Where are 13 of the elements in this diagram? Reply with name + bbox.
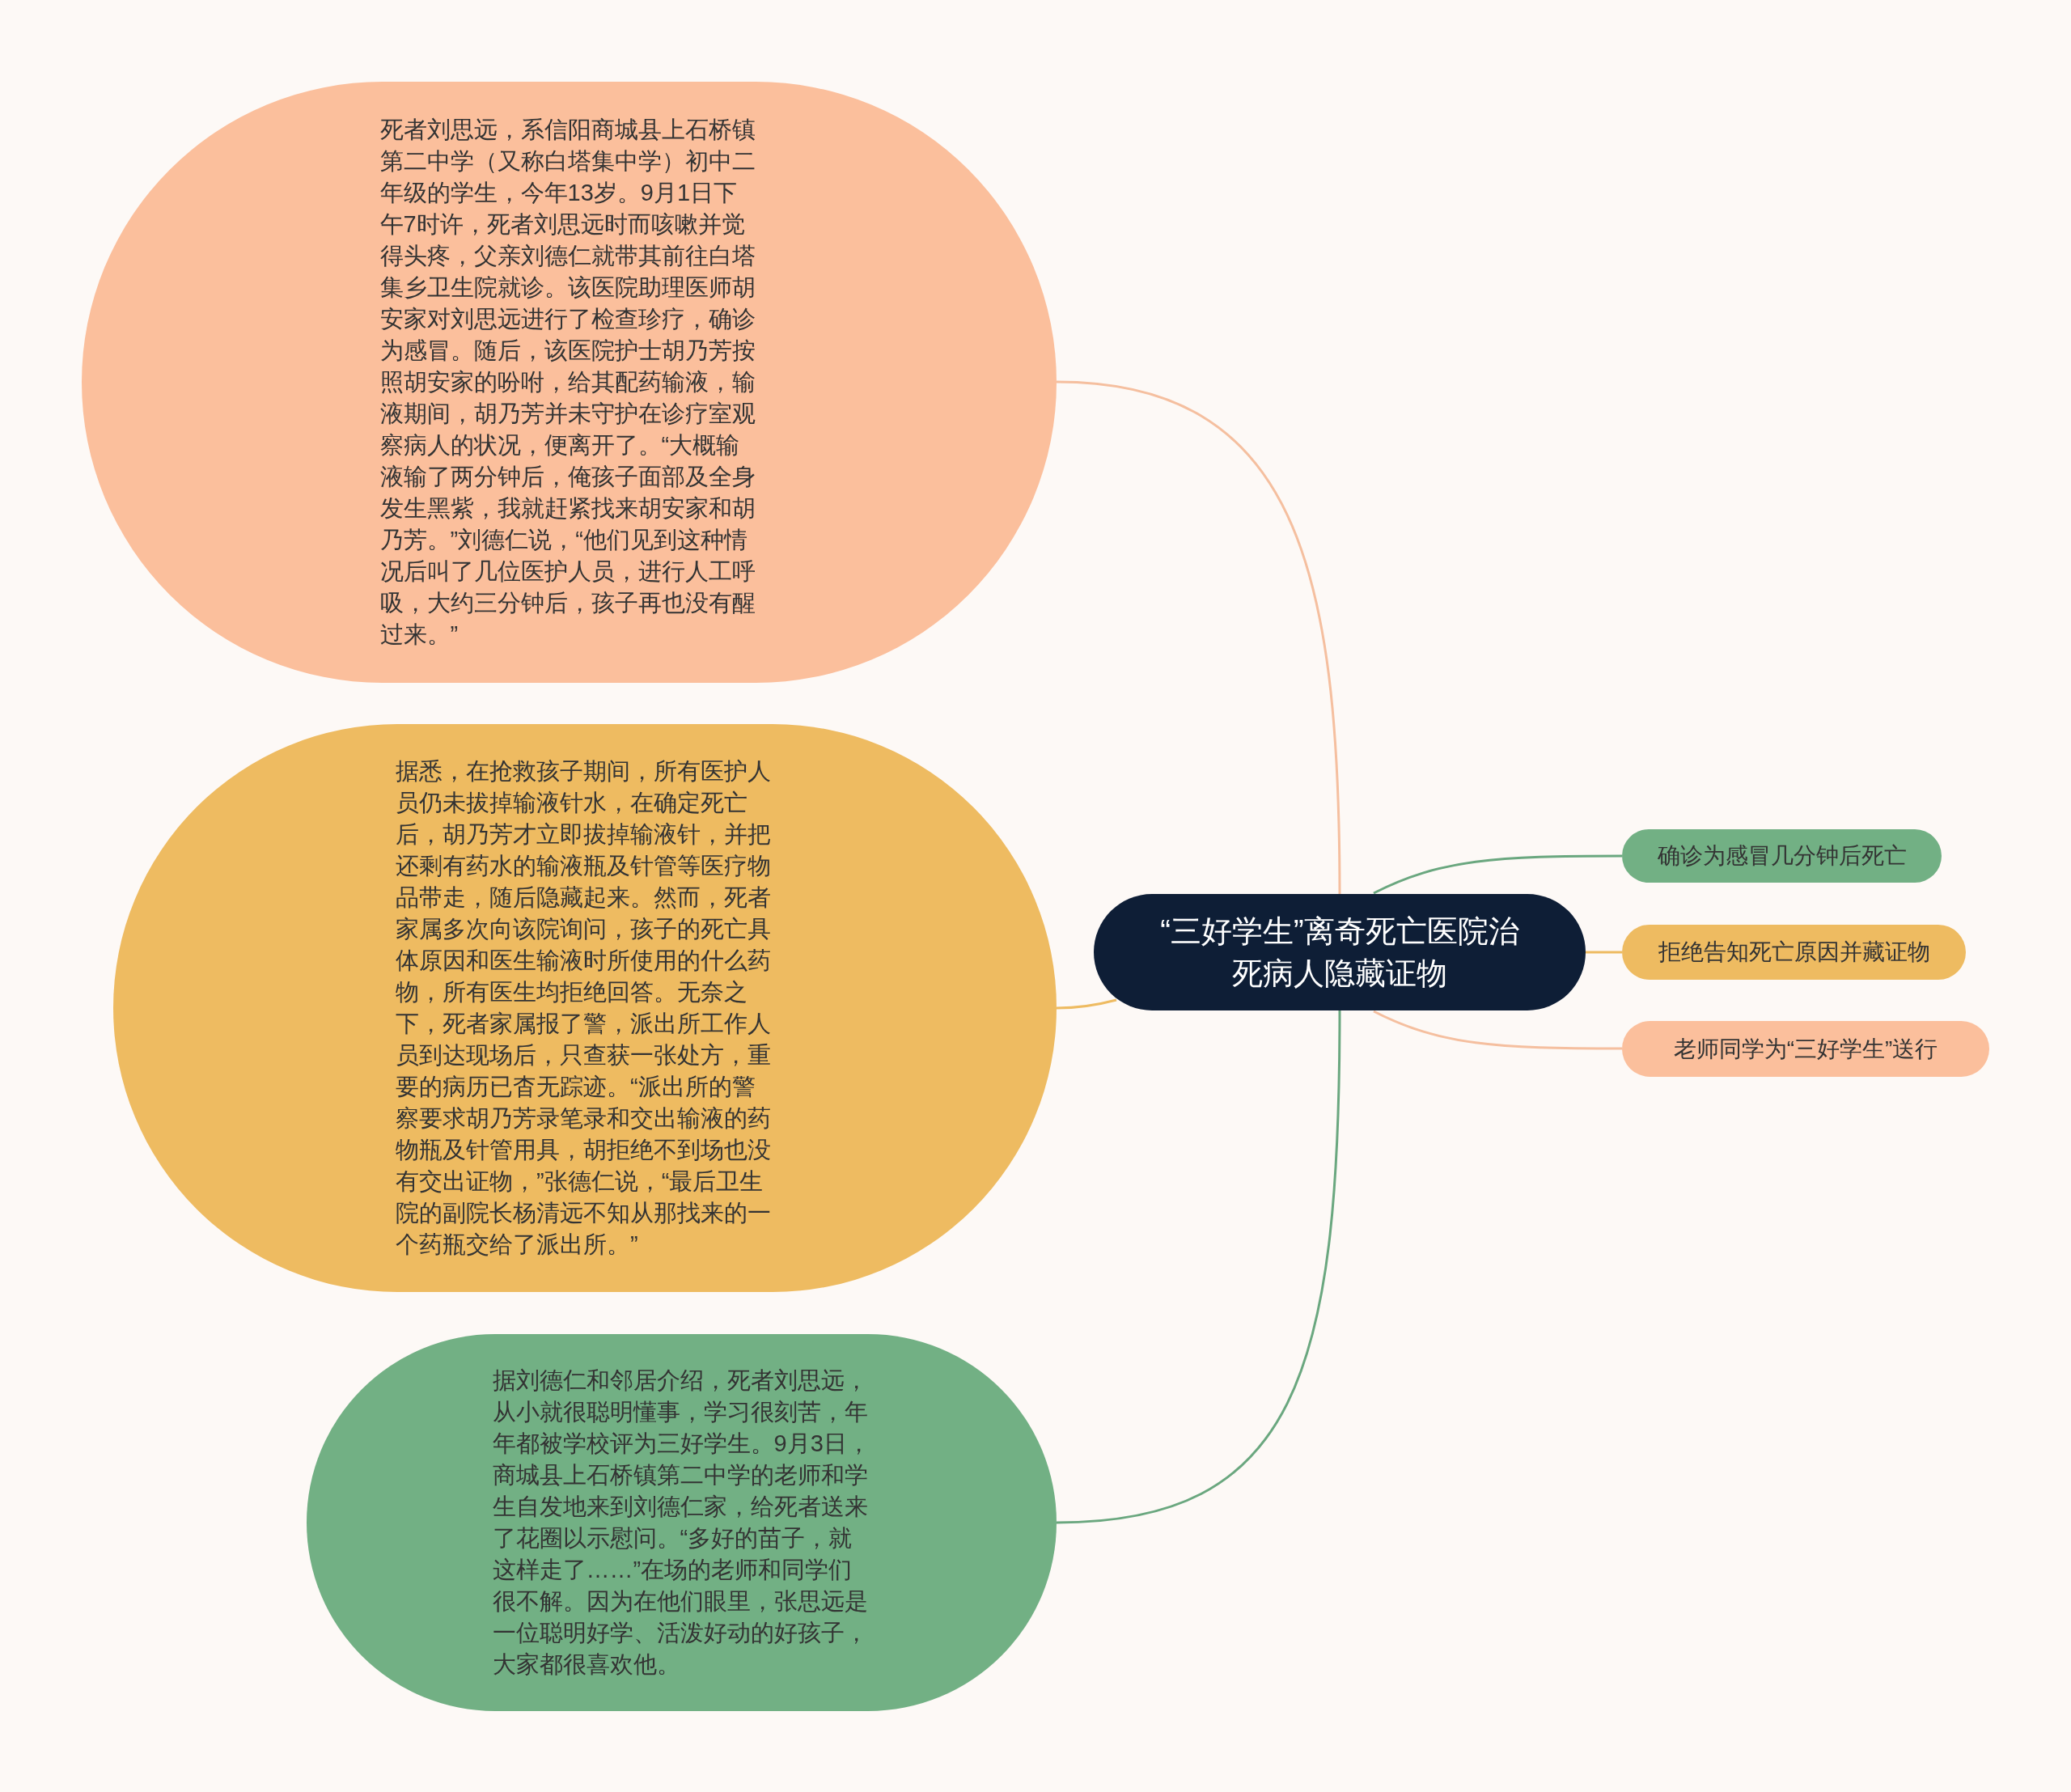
- paragraph-text: 据刘德仁和邻居介绍，死者刘思远，从小就很聪明懂事，学习很刻苦，年年都被学校评为三好学生。9月3日，商城县上石桥镇第二中学的老师和学生自发地来到刘德仁家，给死者送来了花圈以示慰问。“多好的苗子，就这样走了……”在场的老师和同学们很不解。因为在他们眼里，张思远是一位聪明好学、活泼好动的好孩子，大家都很喜欢他。: [492, 1366, 871, 1679]
- connector-line: [1586, 951, 1622, 954]
- paragraph-text: 据悉，在抢救孩子期间，所有医护人员仍未拔掉输液针水，在确定死亡后，胡乃芳才立即拔掉输液针，并把还剩有药水的输液瓶及针管等医疗物品带走，随后隐藏起来。然而，死者家属多次向该院询问，孩子的死亡具体原因和医生输液时所使用的什么药物，所有医生均拒绝回答。无奈之下，死者家属报了警，派出所工作人员到达现场后，只查获一张处方，重要的病历已杳无踪迹。“派出所的警察要求胡乃芳录笔录和交出输液的药物瓶及针管用具，胡拒绝不到场也没有交出证物，”张德仁说，“最后卫生院的副院长杨清远不知从那找来的一个药瓶交给了派出所。”: [396, 757, 772, 1259]
- subtopic-label: 拒绝告知死亡原因并藏证物: [1657, 938, 1931, 966]
- paragraph-text: 死者刘思远，系信阳商城县上石桥镇第二中学（又称白塔集中学）初中二年级的学生，今年13岁。9月1日下午7时许，死者刘思远时而咳嗽并觉得头疼，父亲刘德仁就带其前往白塔集乡卫生院就诊。该医院助理医师胡安家对刘思远进行了检查珍疗，确诊为感冒。随后，该医院护士胡乃芳按照胡安家的吩咐，给其配药输液，输液期间，胡乃芳并未守护在诊疗室观察病人的状况，便离开了。“大概输液输了两分钟后，俺孩子面部及全身发生黑紫，我就赶紧找来胡安家和胡乃芳。”刘德仁说，“他们见到这种情况后叫了几位医护人员，进行人工呼吸，大约三分钟后，孩子再也没有醒过来。”: [379, 116, 756, 649]
- topic-title: “三好学生”离奇死亡医院治死病人隐藏证物: [1159, 913, 1520, 992]
- connector-line: [1056, 380, 1341, 894]
- connector-line: [1056, 1010, 1341, 1524]
- subtopic-label: 老师同学为“三好学生”送行: [1672, 1035, 1939, 1063]
- subtopic-label: 确诊为感冒几分钟后死亡: [1656, 842, 1908, 870]
- connector-line: [1057, 998, 1117, 1010]
- connector-line: [1373, 854, 1622, 895]
- connector-line: [1373, 1010, 1622, 1050]
